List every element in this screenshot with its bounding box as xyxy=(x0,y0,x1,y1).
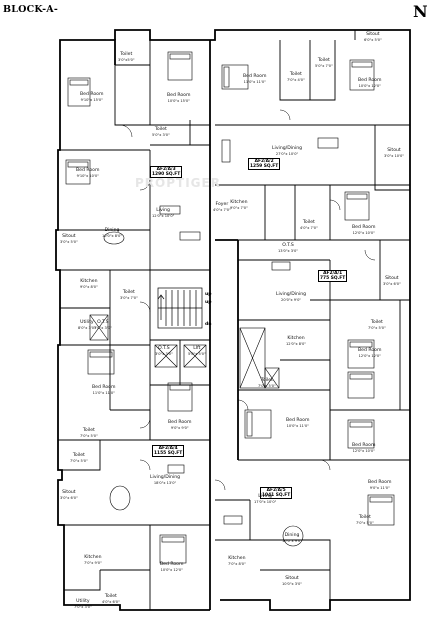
apartment-area: 775 SQ.FT xyxy=(320,276,346,281)
inner-walls xyxy=(58,30,410,610)
apartment-area: 1290 SQ.FT xyxy=(152,172,181,177)
apartment-area: 1259 SQ.FT xyxy=(250,164,279,169)
staircase xyxy=(157,287,203,329)
apartment-area: 1155 SQ.FT xyxy=(154,451,183,456)
north-icon: N xyxy=(413,2,428,21)
shaft-crosses xyxy=(89,314,280,389)
apartment-code: AF2/A/3 xyxy=(156,167,176,172)
apartment-code: AF2/A/2 xyxy=(254,159,274,164)
apartment-code: AF2/A/1 xyxy=(323,271,343,276)
watermark: PROPTIGER xyxy=(135,176,221,190)
stair-up-label: up xyxy=(205,292,212,297)
block-title: BLOCK-A- xyxy=(3,4,58,15)
apartment-code: AF2/A/4 xyxy=(158,446,178,451)
door-arcs xyxy=(119,109,376,491)
stair-up-label-2: up xyxy=(205,300,212,305)
stair-dn-label: dn xyxy=(205,322,212,327)
apartment-code: AF2/A/5 xyxy=(266,488,286,493)
apartment-area: 1041 SQ.FT xyxy=(262,493,291,498)
furniture xyxy=(65,51,395,564)
